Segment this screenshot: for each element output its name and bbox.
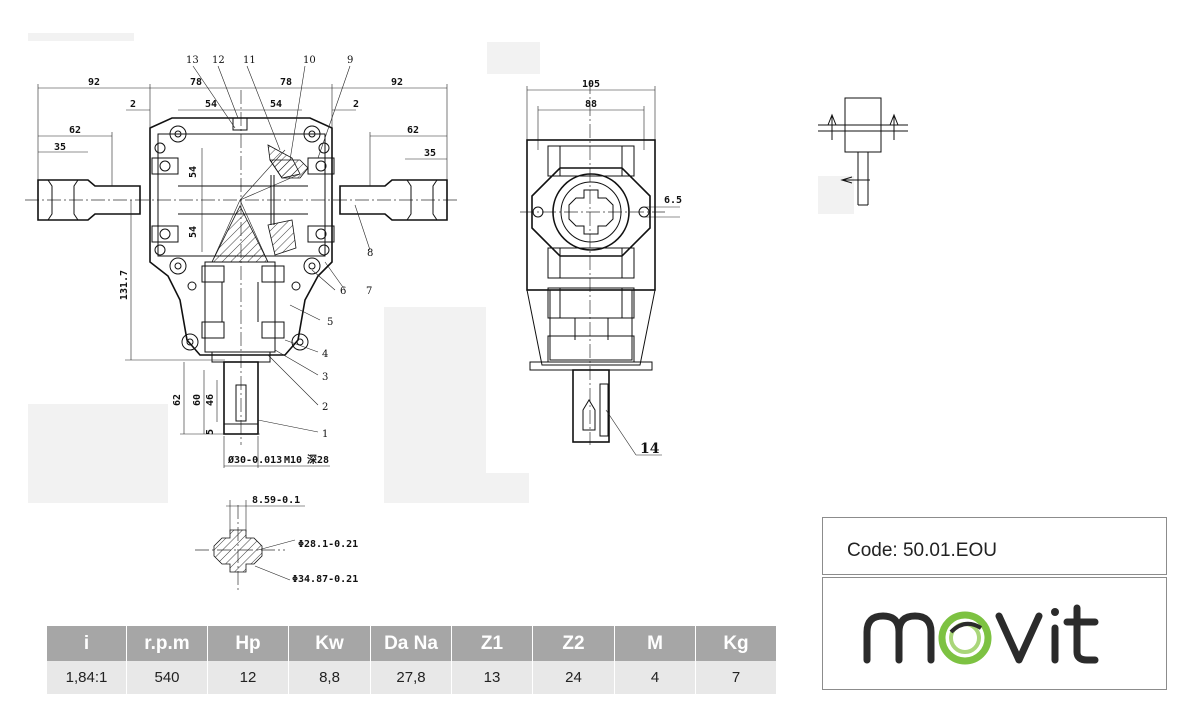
redaction-block-top-left xyxy=(28,33,134,41)
redaction-block-left xyxy=(28,404,168,503)
cell-hp: 12 xyxy=(207,661,289,694)
cell-z1: 13 xyxy=(451,661,533,694)
redaction-block-top-center xyxy=(487,42,540,74)
product-code-box: Code: 50.01.EOU xyxy=(822,517,1167,575)
callout-6: 6 xyxy=(340,286,346,297)
dim-46-shaft: 46 xyxy=(205,394,216,406)
dim-92-right: 92 xyxy=(391,77,403,88)
brand-logo-box: movit xyxy=(822,577,1167,690)
rotation-direction-symbol xyxy=(818,97,908,206)
dim-92-left: 92 xyxy=(88,77,100,88)
callout-10: 10 xyxy=(303,55,316,66)
spline-outer-dia-dim: Φ34.87-0.21 xyxy=(292,574,358,585)
cell-z2: 24 xyxy=(532,661,615,694)
dim-54-top-right: 54 xyxy=(270,99,282,110)
table-row: 1,84:1 540 12 8,8 27,8 13 24 4 7 xyxy=(47,661,776,694)
side-view: 105 88 6.5 14 xyxy=(520,79,682,457)
header-dana: Da Na xyxy=(370,626,452,661)
dim-5-shaft: 5 xyxy=(205,429,216,435)
header-weight: Kg xyxy=(695,626,776,661)
header-hp: Hp xyxy=(207,626,289,661)
shaft-diameter-note: Ø30-0.013 xyxy=(227,454,282,466)
callout-3: 3 xyxy=(322,372,328,383)
callout-14: 14 xyxy=(640,441,660,457)
dim-54-top-left: 54 xyxy=(205,99,217,110)
movit-logo xyxy=(863,604,1099,665)
dim-78-left: 78 xyxy=(190,77,202,88)
callout-9: 9 xyxy=(347,55,353,66)
dim-35-left: 35 xyxy=(54,142,66,153)
header-kw: Kw xyxy=(288,626,371,661)
redaction-block-symbol xyxy=(818,176,854,214)
cell-ratio: 1,84:1 xyxy=(47,661,127,694)
header-ratio: i xyxy=(47,626,127,661)
dim-2-right: 2 xyxy=(353,99,359,110)
callout-13: 13 xyxy=(186,55,199,66)
dim-54-lower: 54 xyxy=(188,226,199,238)
spline-keyway-dim: 8.59-0.1 xyxy=(252,495,300,506)
callout-5: 5 xyxy=(327,317,333,328)
callout-4: 4 xyxy=(322,349,328,360)
product-code: Code: 50.01.EOU xyxy=(847,540,997,561)
callout-8: 8 xyxy=(367,248,373,259)
callout-1: 1 xyxy=(322,429,328,440)
dim-62-right: 62 xyxy=(407,125,419,136)
spec-table: i r.p.m Hp Kw Da Na Z1 Z2 M Kg 1,84:1 54… xyxy=(47,626,776,694)
shaft-thread-note: M10 xyxy=(284,455,302,466)
dim-62-left: 62 xyxy=(69,125,81,136)
spline-inner-dia-dim: Φ28.1-0.21 xyxy=(298,539,358,550)
header-z2: Z2 xyxy=(532,626,615,661)
callout-2: 2 xyxy=(322,402,328,413)
dim-88: 88 xyxy=(585,99,597,110)
callout-12: 12 xyxy=(212,55,225,66)
cell-rpm: 540 xyxy=(126,661,208,694)
shaft-depth-note: 深28 xyxy=(307,453,329,466)
header-module: M xyxy=(614,626,696,661)
front-view: 92 78 78 92 54 54 2 2 62 62 35 35 54 54 … xyxy=(25,55,460,468)
dim-2-left: 2 xyxy=(130,99,136,110)
callout-11: 11 xyxy=(243,55,256,66)
spec-table-header: i r.p.m Hp Kw Da Na Z1 Z2 M Kg xyxy=(47,626,776,661)
dim-6-5: 6.5 xyxy=(664,195,682,206)
header-rpm: r.p.m xyxy=(126,626,208,661)
redaction-block-center xyxy=(384,307,486,503)
dim-54-upper: 54 xyxy=(188,166,199,178)
dim-60-shaft: 60 xyxy=(192,394,203,406)
cell-module: 4 xyxy=(614,661,696,694)
dim-62-shaft: 62 xyxy=(172,394,183,406)
dim-105: 105 xyxy=(582,79,600,90)
dim-78-right: 78 xyxy=(280,77,292,88)
redaction-block-center-low xyxy=(486,473,529,503)
cell-weight: 7 xyxy=(695,661,776,694)
cell-dana: 27,8 xyxy=(370,661,452,694)
header-z1: Z1 xyxy=(451,626,533,661)
cell-kw: 8,8 xyxy=(288,661,371,694)
spline-section: 8.59-0.1 Φ28.1-0.21 Φ34.87-0.21 xyxy=(195,495,358,590)
dim-35-right: 35 xyxy=(424,148,436,159)
callout-7: 7 xyxy=(366,286,372,297)
dim-131-7: 131.7 xyxy=(119,270,130,300)
